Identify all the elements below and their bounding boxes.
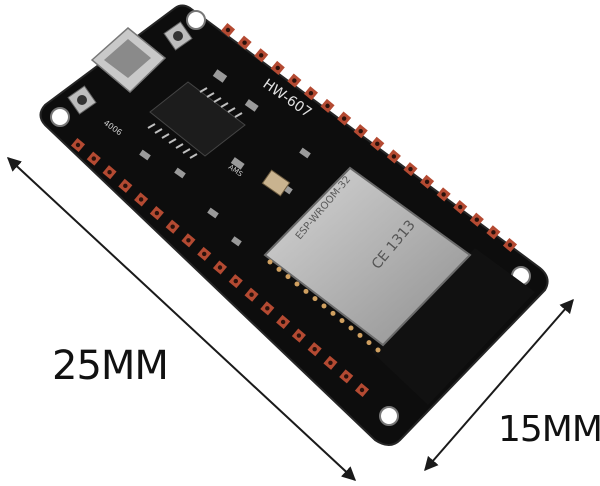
left-pin-hole <box>242 40 247 45</box>
width-arrow <box>424 298 574 472</box>
left-pin-hole <box>391 154 397 159</box>
right-pin-hole <box>233 278 238 284</box>
right-pin-hole <box>91 156 96 161</box>
right-pin-hole <box>344 374 349 379</box>
module-pin <box>285 274 291 280</box>
left-pin-hole <box>458 204 463 210</box>
width-dimension-label: 15MM <box>498 409 600 450</box>
left-pin-hole <box>275 65 280 71</box>
module-pin <box>276 266 282 272</box>
pin-row-left <box>220 22 518 253</box>
left-pin-hole <box>474 217 480 222</box>
right-pin-hole <box>280 319 286 325</box>
length-dimension-label: 25MM <box>52 343 169 389</box>
right-pin-hole <box>249 292 254 297</box>
right-pin-hole <box>107 170 112 175</box>
right-pin-hole <box>359 387 365 393</box>
right-pin-hole <box>265 306 270 311</box>
left-pin-hole <box>375 141 380 147</box>
right-pin-hole <box>170 224 175 229</box>
boot-button <box>163 21 193 51</box>
right-pin-hole <box>154 210 160 216</box>
module-pin <box>330 310 336 316</box>
right-pin-hole <box>186 238 191 243</box>
right-pin-hole <box>138 197 144 202</box>
module-pin <box>375 347 381 353</box>
left-pin-hole <box>292 78 297 83</box>
mounting-hole <box>50 107 70 127</box>
module-pin <box>267 259 273 265</box>
usb-serial-chip <box>147 81 246 159</box>
module-pin <box>321 303 327 309</box>
module-pin <box>312 296 318 302</box>
left-pin-hole <box>225 27 231 33</box>
mounting-hole <box>379 406 399 426</box>
length-arrow <box>6 157 357 481</box>
mounting-hole <box>186 10 206 30</box>
module-pin <box>294 281 300 287</box>
right-pin-hole <box>217 265 223 270</box>
right-pin-hole <box>123 183 128 189</box>
left-pin-hole <box>358 128 363 134</box>
right-pin-hole <box>75 142 81 148</box>
right-pin-hole <box>312 346 317 352</box>
left-pin-hole <box>408 166 413 172</box>
right-pin-hole <box>296 333 302 338</box>
left-pin-hole <box>325 103 330 109</box>
module-pin <box>348 325 354 331</box>
left-pin-hole <box>341 116 347 121</box>
left-pin-hole <box>308 91 314 96</box>
right-pin-hole <box>202 251 207 257</box>
left-pin-hole <box>424 179 430 184</box>
module-pin <box>339 318 345 324</box>
right-pin-hole <box>328 360 333 365</box>
module-pin <box>366 340 372 346</box>
module-pin <box>303 288 309 294</box>
left-pin-hole <box>507 242 513 248</box>
usb-connector <box>90 27 167 94</box>
reset-button <box>67 85 97 115</box>
left-pin-hole <box>258 53 264 58</box>
module-pin <box>357 332 363 338</box>
left-pin-hole <box>491 230 496 235</box>
left-pin-hole <box>441 192 446 197</box>
